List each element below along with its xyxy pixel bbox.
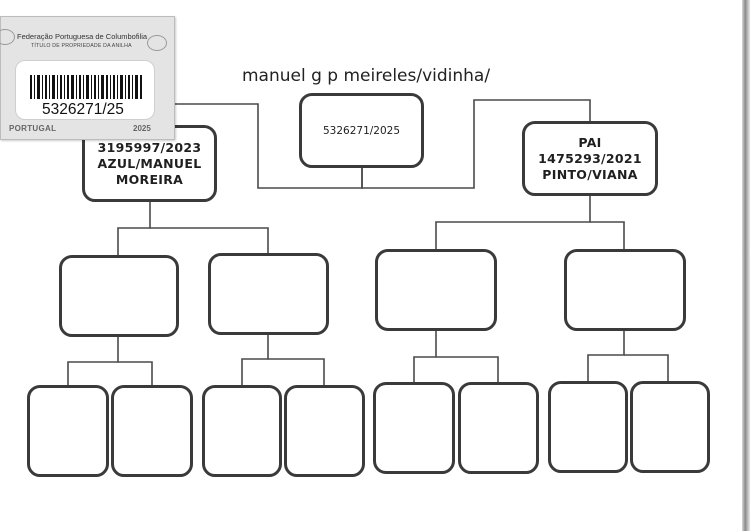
grandparent-box-4 (564, 249, 686, 331)
subject-ring-id: 5326271/2025 (322, 124, 401, 137)
barcode-icon (30, 75, 142, 99)
scan-edge (742, 0, 750, 531)
great-grandparent-box-8 (630, 381, 710, 473)
card-year: 2025 (133, 124, 151, 133)
great-grandparent-box-1 (27, 385, 109, 477)
great-grandparent-box-7 (548, 381, 628, 473)
father-label: PAI (578, 134, 602, 150)
grandparent-box-1 (59, 255, 179, 337)
father-color-owner: PINTO/VIANA (542, 166, 638, 182)
ring-ownership-card: Federação Portuguesa de Columbofilia TÍT… (0, 16, 175, 140)
card-organization: Federação Portuguesa de Columbofilia (17, 32, 148, 41)
subject-box: 5326271/2025 (299, 93, 424, 168)
great-grandparent-box-4 (284, 385, 365, 477)
federation-seal-icon (0, 29, 15, 45)
card-country: PORTUGAL (9, 124, 57, 133)
grandparent-box-3 (375, 249, 497, 331)
great-grandparent-box-2 (111, 385, 193, 477)
great-grandparent-box-6 (458, 382, 539, 474)
owner-title: manuel g p meireles/vidinha/ (242, 66, 491, 86)
great-grandparent-box-3 (202, 385, 282, 477)
father-ring-id: 1475293/2021 (538, 150, 642, 166)
mother-color-owner: AZUL/MANUEL (97, 155, 202, 171)
mother-box: 3195997/2023 AZUL/MANUEL MOREIRA (82, 125, 217, 202)
mother-owner-surname: MOREIRA (115, 171, 184, 187)
father-box: PAI 1475293/2021 PINTO/VIANA (522, 121, 658, 196)
pigeon-seal-icon (147, 35, 167, 51)
card-document-type: TÍTULO DE PROPRIEDADE DA ANILHA (31, 43, 132, 49)
card-barcode-panel: 5326271/25 (15, 60, 155, 120)
grandparent-box-2 (208, 253, 329, 335)
great-grandparent-box-5 (373, 382, 455, 474)
card-ring-number: 5326271/25 (42, 101, 124, 118)
mother-ring-id: 3195997/2023 (97, 139, 202, 155)
